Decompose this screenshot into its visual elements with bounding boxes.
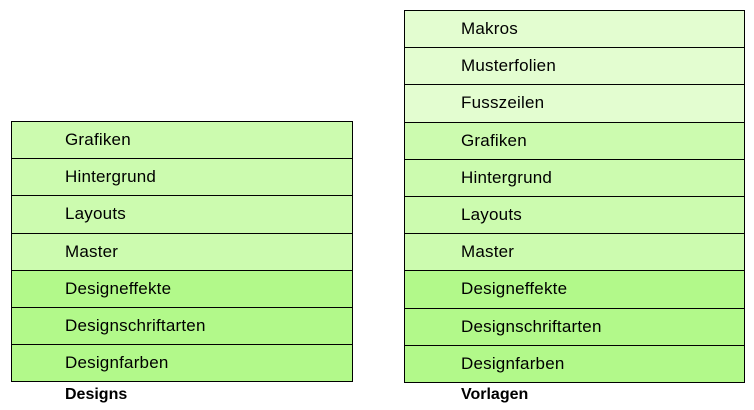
designs-layer-master: Master — [12, 233, 352, 271]
vorlagen-layer-designeffekte: Designeffekte — [405, 271, 744, 309]
vorlagen-layer-designfarben: Designfarben — [405, 345, 744, 383]
designs-layer-designschriftarten: Designschriftarten — [12, 307, 352, 346]
vorlagen-layer-fusszeilen: Fusszeilen — [405, 85, 744, 123]
designs-layer-designfarben: Designfarben — [12, 345, 352, 383]
vorlagen-layer-designschriftarten: Designschriftarten — [405, 308, 744, 346]
designs-layer-hintergrund: Hintergrund — [12, 159, 352, 197]
designs-caption: Designs — [65, 386, 128, 403]
vorlagen-layer-master: Master — [405, 234, 744, 272]
designs-layer-layouts: Layouts — [12, 196, 352, 234]
vorlagen-layer-hintergrund: Hintergrund — [405, 159, 744, 197]
vorlagen-caption: Vorlagen — [461, 386, 529, 403]
vorlagen-layer-musterfolien: Musterfolien — [405, 48, 744, 86]
vorlagen-layer-makros: Makros — [405, 11, 744, 49]
vorlagen-layer-layouts: Layouts — [405, 196, 744, 235]
designs-layer-grafiken: Grafiken — [12, 122, 352, 160]
vorlagen-layer-grafiken: Grafiken — [405, 122, 744, 160]
designs-layer-designeffekte: Designeffekte — [12, 270, 352, 308]
